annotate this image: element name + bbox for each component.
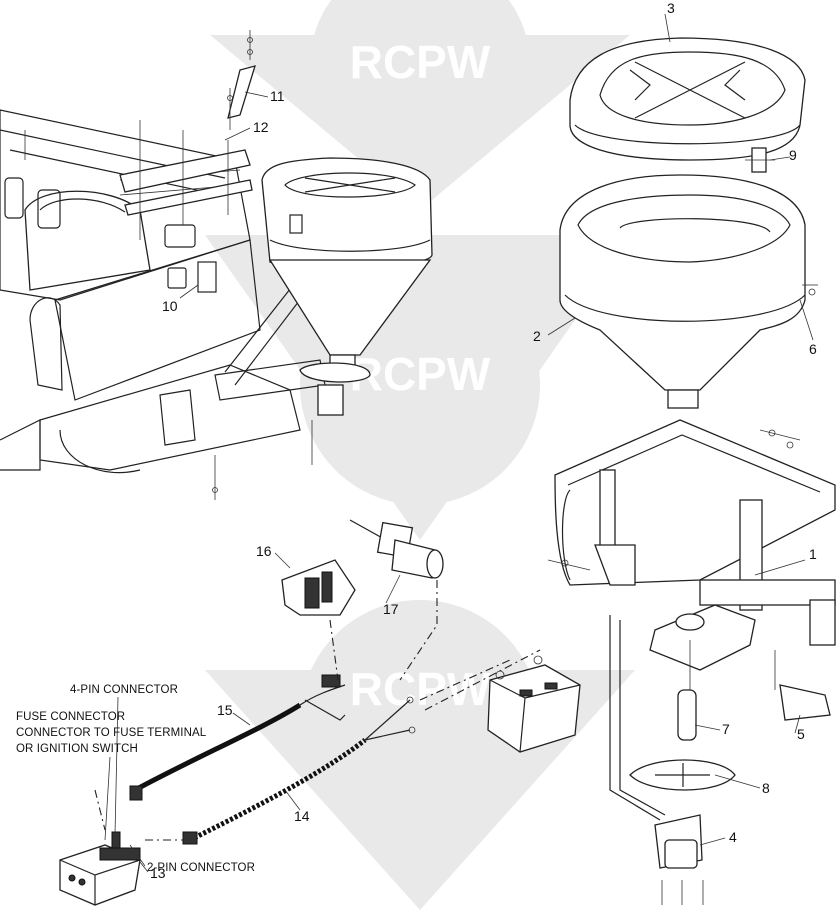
callout-9: 9 [789,147,797,163]
watermark-gear-bottom: RCPW [205,600,635,910]
watermark-text: RCPW [350,348,491,400]
callout-13: 13 [150,865,166,881]
watermark-text: RCPW [350,663,491,715]
callout-15: 15 [217,702,233,718]
solenoid-switch [281,559,356,616]
caption-fuse-terminal: CONNECTOR TO FUSE TERMINAL [16,727,207,739]
hopper-frame [547,419,836,646]
battery [487,655,581,753]
vibrator-motor [349,519,444,579]
callout-8: 8 [762,780,770,796]
wire-harness-15 [129,674,346,801]
callout-10: 10 [162,298,178,314]
callout-4: 4 [729,829,737,845]
wire-harness-14 [182,696,416,845]
callout-14: 14 [294,808,310,824]
callout-7: 7 [722,721,730,737]
hopper-lid [569,37,806,161]
caption-2-pin-connector: 2-PIN CONNECTOR [147,862,255,874]
callout-11: 11 [270,88,285,104]
mounting-bolts-top [24,30,256,240]
hopper-on-truck [212,157,433,500]
callout-5: 5 [797,726,805,742]
dashed-connection-lines [94,580,541,841]
callout-16: 16 [256,543,272,559]
callout-1: 1 [809,546,817,562]
control-box [59,831,141,906]
callout-2: 2 [533,328,541,344]
caption-4-pin-connector: 4-PIN CONNECTOR [70,684,178,696]
watermark-gear-top: RCPW [210,0,630,210]
leader-lines [104,13,814,873]
watermark-text: RCPW [350,36,491,88]
callout-12: 12 [253,119,269,135]
callout-17: 17 [383,601,399,617]
motor-mount-assembly [609,604,831,905]
caption-ignition-switch: OR IGNITION SWITCH [16,743,138,755]
callout-3: 3 [667,0,675,16]
hopper-body [559,174,818,409]
callout-6: 6 [809,341,817,357]
caption-fuse-connector: FUSE CONNECTOR [16,711,126,723]
